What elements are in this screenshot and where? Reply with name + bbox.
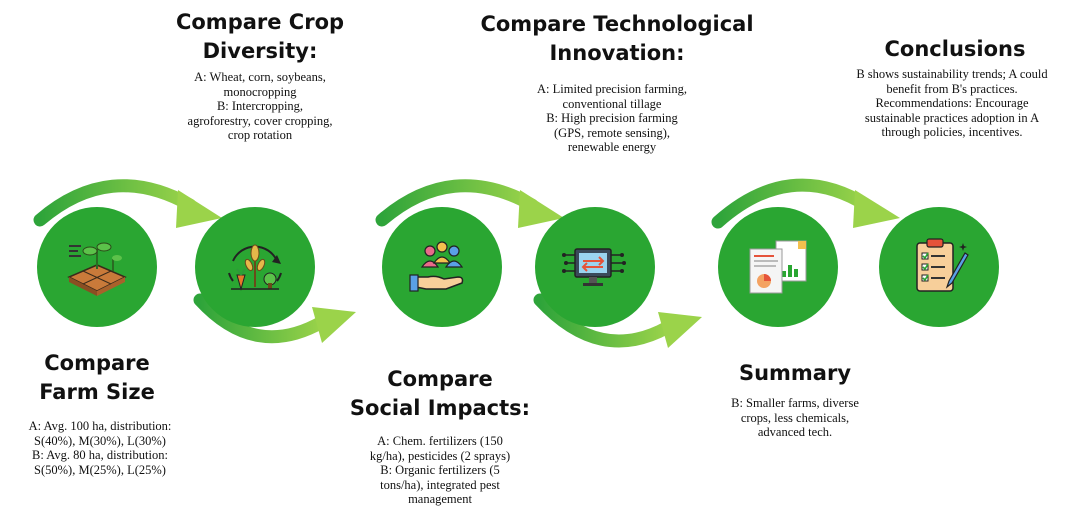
report-documents-icon <box>749 240 807 294</box>
community-hand-icon <box>409 241 464 292</box>
crop-cycle-icon <box>228 244 282 291</box>
farm-size-description: A: Avg. 100 ha, distribution:S(40%), M(3… <box>28 419 172 477</box>
computer-chip-icon <box>562 248 626 286</box>
farm-plot-icon <box>67 242 127 296</box>
clipboard-checklist-icon <box>916 238 969 292</box>
farm-size-circle <box>37 207 157 327</box>
summary-circle <box>718 207 838 327</box>
conclusions-circle <box>879 207 999 327</box>
technological-innovation-circle <box>535 207 655 327</box>
social-impacts-circle <box>382 207 502 327</box>
bottom-arc-arrow-1 <box>193 293 356 344</box>
top-arc-arrow-2 <box>375 179 564 228</box>
summary-title: Summary <box>738 361 852 385</box>
top-arc-arrow-1 <box>33 179 222 228</box>
technological-innovation-description: A: Limited precision farming,conventiona… <box>537 82 687 154</box>
top-arc-arrow-3 <box>711 178 900 229</box>
crop-diversity-description: A: Wheat, corn, soybeans,monocropping B:… <box>187 70 333 142</box>
bottom-arc-arrow-2 <box>533 293 702 348</box>
conclusions-title: Conclusions <box>884 37 1026 61</box>
crop-diversity-circle <box>195 207 315 327</box>
